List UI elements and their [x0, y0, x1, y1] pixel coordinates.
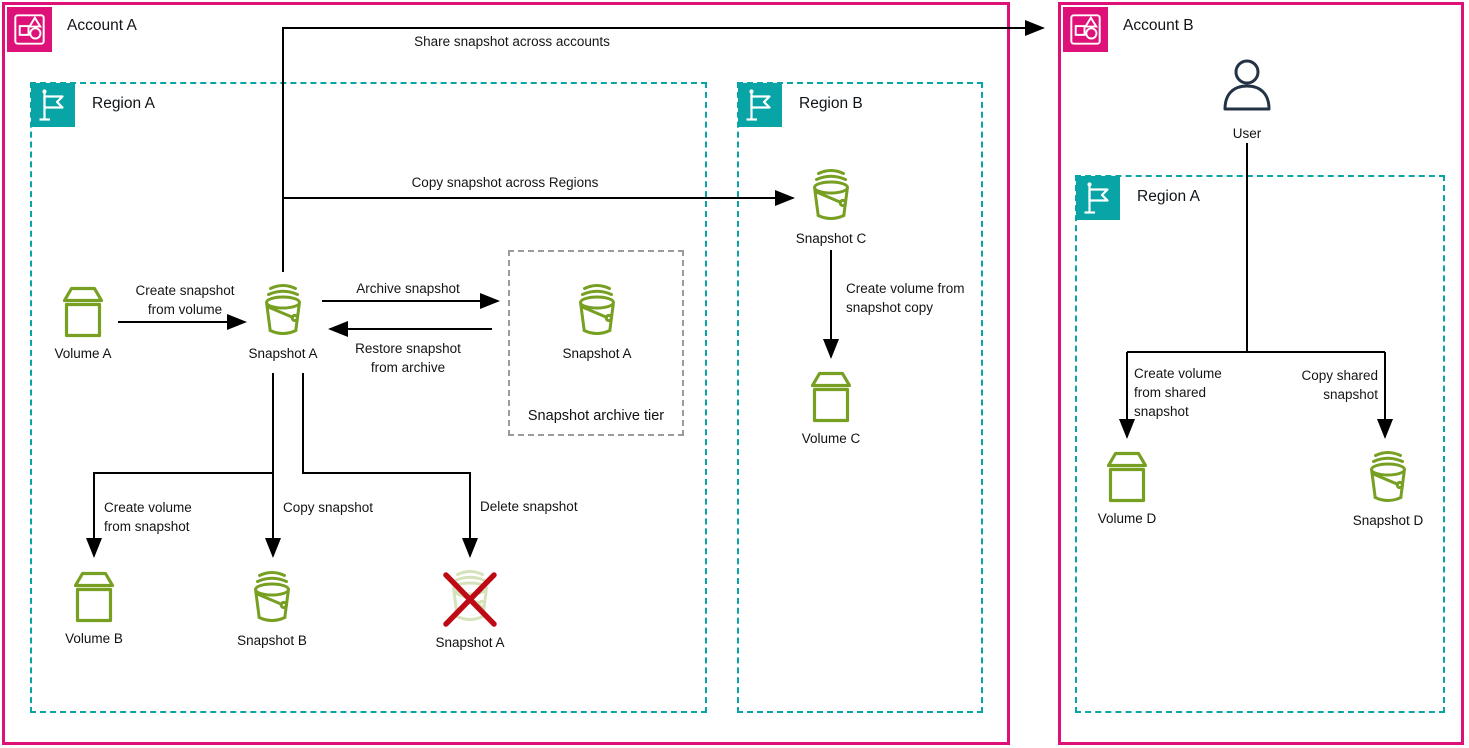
- account-a-box: Account A: [2, 2, 1010, 745]
- node-volume-a: Volume A: [28, 284, 138, 361]
- volume-icon: [59, 284, 107, 340]
- node-snapshot-a: Snapshot A: [228, 280, 338, 361]
- node-snapshot-c: Snapshot C: [776, 165, 886, 246]
- node-snapshot-d: Snapshot D: [1333, 447, 1443, 528]
- snapshot-b-label: Snapshot B: [237, 633, 307, 648]
- node-volume-b: Volume B: [39, 569, 149, 646]
- volume-a-label: Volume A: [54, 346, 112, 361]
- node-user: User: [1192, 58, 1302, 141]
- user-icon: [1219, 58, 1275, 120]
- node-snapshot-b: Snapshot B: [217, 567, 327, 648]
- snapshot-a-deleted-label: Snapshot A: [435, 635, 505, 650]
- label-archive-snapshot: Archive snapshot: [356, 281, 460, 296]
- account-a-title: Account A: [67, 17, 137, 34]
- node-volume-d: Volume D: [1072, 449, 1182, 526]
- delete-x-icon: [443, 572, 497, 627]
- label-create-volume-from-snapshot-copy: Create volume from snapshot copy: [846, 281, 965, 315]
- volume-icon: [1103, 449, 1151, 505]
- snapshot-icon: [249, 567, 295, 627]
- account-b-title: Account B: [1123, 17, 1194, 34]
- volume-b-label: Volume B: [65, 631, 123, 646]
- region-icon: [1076, 176, 1120, 220]
- snapshot-icon: [808, 165, 854, 225]
- volume-icon: [70, 569, 118, 625]
- label-create-volume-from-shared-snapshot: Create volume from shared snapshot: [1134, 366, 1222, 419]
- node-snapshot-a-archived: Snapshot A: [542, 280, 652, 361]
- region-a-account-b-box: Region A: [1075, 175, 1445, 713]
- account-icon: [7, 7, 52, 52]
- label-copy-snapshot: Copy snapshot: [283, 500, 374, 515]
- snapshot-icon: [574, 280, 620, 340]
- snapshot-a-archived-label: Snapshot A: [562, 346, 632, 361]
- label-copy-shared-snapshot: Copy shared snapshot: [1301, 368, 1378, 402]
- deleted-snapshot-icon: [443, 570, 497, 627]
- user-label: User: [1232, 126, 1262, 141]
- region-icon: [738, 83, 782, 127]
- label-delete-snapshot: Delete snapshot: [480, 499, 578, 514]
- label-share-snapshot-across-accounts: Share snapshot across accounts: [414, 34, 610, 49]
- volume-icon: [807, 369, 855, 425]
- node-snapshot-a-deleted: Snapshot A: [415, 563, 525, 650]
- label-create-volume-from-snapshot: Create volume from snapshot: [104, 500, 192, 534]
- region-a-account-b-title: Region A: [1137, 188, 1200, 205]
- account-b-box: Account B: [1058, 2, 1464, 745]
- snapshot-a-label: Snapshot A: [248, 346, 318, 361]
- label-copy-snapshot-across-regions: Copy snapshot across Regions: [411, 175, 599, 190]
- volume-d-label: Volume D: [1097, 511, 1157, 526]
- snapshot-d-label: Snapshot D: [1352, 513, 1424, 528]
- snapshot-c-label: Snapshot C: [795, 231, 867, 246]
- label-restore-snapshot-from-archive: Restore snapshot from archive: [355, 341, 461, 375]
- snapshot-icon: [1365, 447, 1411, 507]
- label-create-snapshot-from-volume: Create snapshot from volume: [135, 283, 235, 317]
- region-a-account-a-title: Region A: [92, 95, 155, 112]
- snapshot-icon: [260, 280, 306, 340]
- region-b-title: Region B: [799, 95, 863, 112]
- volume-c-label: Volume C: [801, 431, 861, 446]
- account-icon: [1063, 7, 1108, 52]
- region-icon: [31, 83, 75, 127]
- node-volume-c: Volume C: [776, 369, 886, 446]
- snapshot-archive-tier-caption: Snapshot archive tier: [527, 408, 665, 424]
